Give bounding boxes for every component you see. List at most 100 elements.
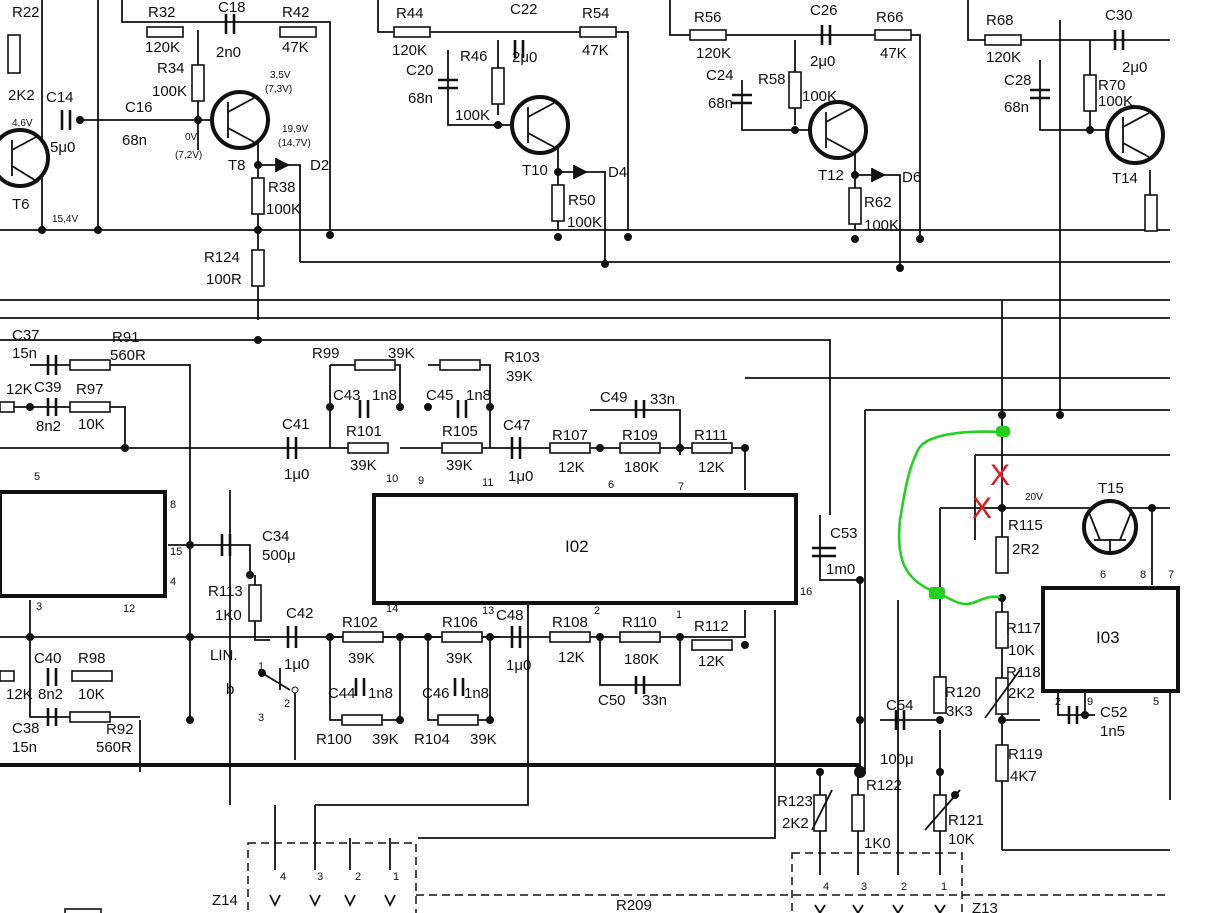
label-c34: C34 (262, 528, 290, 545)
label-8n2: 8n2 (36, 418, 61, 435)
label-47k: 47K (582, 42, 609, 59)
label-c16: C16 (125, 99, 153, 116)
label-68n: 68n (122, 132, 147, 149)
label-1u0: 1μ0 (508, 468, 533, 485)
label-d2: D2 (310, 157, 329, 174)
label-r101: R101 (346, 423, 382, 440)
capacitor-c14 (60, 110, 72, 130)
resistor-r32 (146, 26, 184, 38)
capacitor-c37 (46, 355, 58, 375)
svg-text:9: 9 (418, 475, 424, 487)
label-12k: 12K (558, 649, 585, 666)
green-solder-point-bottom (929, 587, 945, 599)
resistor-r44 (393, 26, 431, 38)
label-4k7: 4K7 (1010, 768, 1037, 785)
resistor-r58 (788, 71, 802, 109)
label-2u0: 2μ0 (1122, 59, 1147, 76)
diodes (275, 158, 886, 182)
label-39k: 39K (348, 650, 375, 667)
label-c38: C38 (12, 720, 40, 737)
label-68n: 68n (1004, 99, 1029, 116)
svg-text:3: 3 (258, 712, 264, 724)
label-7-3v: (7,3V) (265, 84, 292, 95)
svg-text:4: 4 (280, 871, 286, 883)
label-33n: 33n (642, 692, 667, 709)
label-500u: 500μ (262, 547, 296, 564)
label-r46: R46 (460, 48, 488, 65)
label-1k0: 1K0 (215, 607, 242, 624)
svg-text:13: 13 (482, 605, 494, 617)
component-labels: R22 R32 120K C18 2n0 R42 47K R34 100K 2K… (6, 0, 1147, 913)
svg-text:9: 9 (1087, 696, 1093, 708)
resistor-r110 (619, 631, 661, 643)
label-r106: R106 (442, 614, 478, 631)
label-c26: C26 (810, 2, 838, 19)
label-c22: C22 (510, 1, 538, 18)
capacitor-c45 (456, 400, 468, 418)
capacitor-c38 (46, 708, 58, 726)
label-10k: 10K (78, 686, 105, 703)
capacitor-c49 (634, 400, 646, 418)
label-1n5: 1n5 (1100, 723, 1125, 740)
label-c14: C14 (46, 89, 74, 106)
svg-text:8: 8 (170, 499, 176, 511)
label-12k: 12K (6, 686, 33, 703)
label-r123: R123 (777, 793, 813, 810)
label-12k: 12K (698, 459, 725, 476)
capacitor-c52 (1067, 706, 1079, 724)
diode-d4 (574, 165, 588, 179)
label-c46: C46 (422, 685, 450, 702)
label-100k: 100K (802, 88, 837, 105)
capacitor-c18 (224, 14, 236, 34)
lin-switch (258, 668, 299, 694)
capacitor-c40 (46, 668, 58, 686)
resistor-r120 (933, 676, 947, 714)
label-100k: 100K (1098, 93, 1133, 110)
label-12k: 12K (558, 459, 585, 476)
svg-text:5: 5 (1153, 696, 1159, 708)
svg-text:2: 2 (284, 698, 290, 710)
label-1n8: 1n8 (372, 387, 397, 404)
label-10k: 10K (948, 831, 975, 848)
resistor-r68 (984, 34, 1022, 46)
label-r99: R99 (312, 345, 340, 362)
label-14-7v: (14,7V) (278, 138, 311, 149)
label-t12: T12 (818, 167, 844, 184)
label-39k: 39K (446, 457, 473, 474)
label-r38: R38 (268, 179, 296, 196)
label-4-6v: 4,6V (12, 118, 33, 129)
resistor-r70 (1083, 74, 1097, 112)
label-r102: R102 (342, 614, 378, 631)
label-r124: R124 (204, 249, 240, 266)
capacitor-c54 (894, 710, 906, 730)
resistor-r102 (342, 631, 384, 643)
label-39k: 39K (506, 368, 533, 385)
label-7-2v: (7,2V) (175, 150, 202, 161)
label-180k: 180K (624, 459, 659, 476)
label-19-9v: 19,9V (282, 124, 308, 135)
label-z13: Z13 (972, 900, 998, 913)
ic-i03-label: I03 (1096, 628, 1120, 647)
resistor-r122 (851, 794, 865, 832)
connector-blocks (247, 842, 1170, 913)
transistor-t10 (510, 95, 570, 155)
cut-marker-2: X (972, 492, 992, 525)
label-t15: T15 (1098, 480, 1124, 497)
resistor-r96 (0, 670, 15, 682)
label-d6: D6 (902, 169, 921, 186)
resistor-r117 (995, 611, 1009, 649)
resistor-r104 (437, 714, 479, 726)
svg-text:10: 10 (386, 473, 398, 485)
resistor-r101 (347, 442, 389, 454)
pin-numbers: 8 15 4 3 12 5 10 9 11 6 7 16 14 13 2 1 1… (34, 471, 1174, 893)
svg-text:7: 7 (1168, 569, 1174, 581)
transistor-t8 (210, 90, 270, 150)
label-r54: R54 (582, 5, 610, 22)
label-2u0: 2μ0 (810, 53, 835, 70)
resistor-r54 (579, 26, 617, 38)
svg-text:14: 14 (386, 603, 398, 615)
svg-text:15: 15 (170, 546, 182, 558)
resistor-r97 (69, 401, 111, 413)
label-r118: R118 (1006, 664, 1041, 681)
label-10k: 10K (78, 416, 105, 433)
